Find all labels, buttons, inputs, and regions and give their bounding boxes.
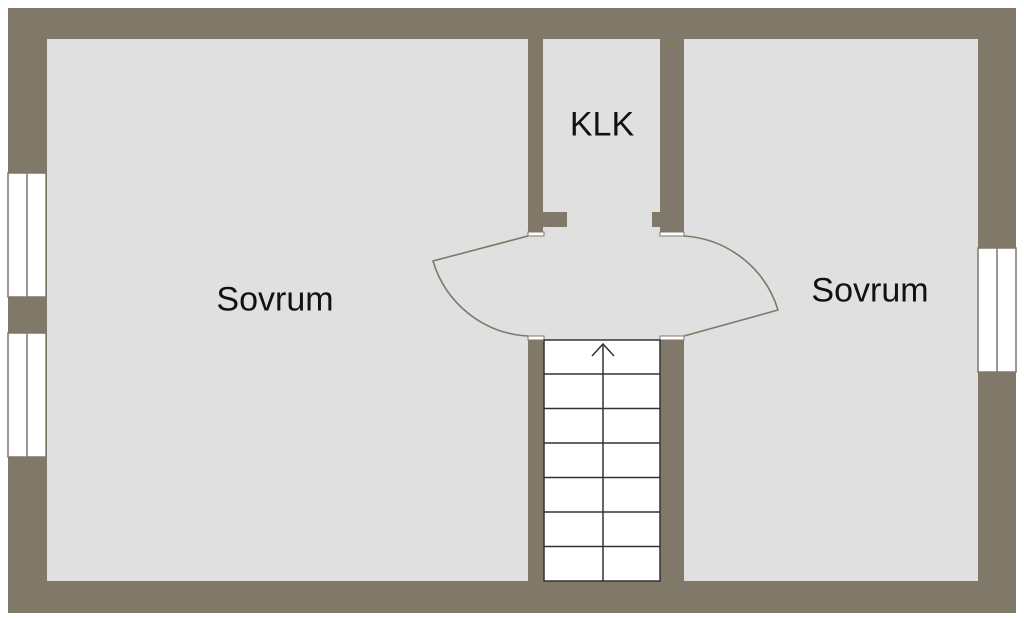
stair-direction-arrow bbox=[591, 342, 615, 357]
door-swings bbox=[431, 235, 780, 337]
floor-hall-gap-right bbox=[659, 236, 685, 336]
window-left-lower bbox=[7, 332, 47, 458]
floor-hall-gap-left bbox=[527, 236, 544, 336]
room-label-right-bedroom: Sovrum bbox=[811, 271, 929, 310]
closet-wall-stub-right bbox=[652, 212, 661, 227]
window-left-upper bbox=[7, 172, 47, 298]
door-swing-right-bedroom bbox=[683, 235, 780, 337]
closet-wall-stub-left bbox=[543, 212, 567, 227]
room-label-left-bedroom: Sovrum bbox=[216, 280, 334, 319]
window-right bbox=[977, 247, 1017, 373]
floor-left-bedroom bbox=[47, 39, 528, 581]
floor-right-bedroom bbox=[684, 39, 978, 581]
staircase bbox=[543, 339, 661, 582]
door-thresholds bbox=[527, 231, 685, 341]
room-label-closet: KLK bbox=[569, 105, 635, 144]
door-swing-left-bedroom bbox=[431, 235, 529, 337]
staircase-outline bbox=[543, 339, 661, 582]
floor-closet bbox=[543, 39, 660, 342]
